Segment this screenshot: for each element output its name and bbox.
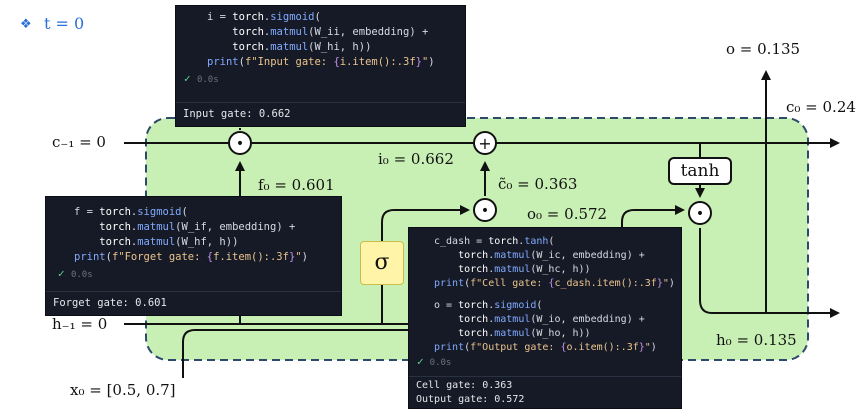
plus-node [473, 131, 497, 155]
x0-label: x₀ = [0.5, 0.7] [70, 381, 176, 399]
forget-mul-node [228, 131, 252, 155]
code-line: torch.matmul(W_ic, embedding) + [458, 250, 645, 261]
code-line: o = torch.sigmoid( [434, 300, 543, 311]
code-line: f = torch.sigmoid( [74, 206, 188, 218]
tanh-gate: tanh [668, 157, 732, 185]
o0-label: o₀ = 0.572 [527, 205, 608, 223]
code-line [434, 291, 675, 299]
check-icon: ✓ [184, 72, 191, 85]
code-line: torch.matmul(W_ii, embedding) + [232, 26, 429, 38]
plus-symbol: + [478, 134, 491, 153]
input-mul-symbol: • [481, 203, 489, 219]
f0-label: f₀ = 0.601 [258, 176, 335, 194]
sigma-gate: σ [360, 241, 404, 285]
run-time: 0.0s [196, 75, 219, 85]
c-prev-label: c₋₁ = 0 [52, 133, 106, 151]
output-line: Input gate: 0.662 [183, 108, 291, 120]
code-line: torch.matmul(W_io, embedding) + [458, 314, 645, 325]
output-mul-node [688, 201, 712, 225]
forget-mul-symbol: • [236, 136, 244, 152]
output-mul-symbol: • [696, 206, 704, 222]
code-line: print(f"Input gate: {i.item():.3f}") [207, 56, 435, 68]
x-input-line [182, 329, 410, 378]
output-line: Output gate: 0.572 [416, 394, 525, 405]
code-line: print(f"Forget gate: {f.item():.3f}") [74, 251, 308, 263]
output-gate-line [621, 205, 685, 228]
code-cell-cell-output-gate: c_dash = torch.tanh( torch.matmul(W_ic, … [408, 227, 682, 409]
input-mul-node [473, 198, 497, 222]
code-line: torch.matmul(W_hc, h)) [458, 264, 591, 275]
code-line: print(f"Cell gate: {c_dash.item():.3f}") [434, 278, 675, 289]
output-line: Forget gate: 0.601 [53, 297, 167, 309]
code-line: torch.matmul(W_ho, h)) [458, 328, 591, 339]
input-to-mul-line [381, 205, 470, 324]
h-prev-label: h₋₁ = 0 [52, 315, 108, 333]
i0-label: i₀ = 0.662 [378, 150, 454, 168]
c0-label: c₀ = 0.24 [786, 98, 856, 116]
code-line: torch.matmul(W_hf, h)) [99, 236, 239, 248]
check-icon: ✓ [58, 267, 65, 280]
code-line: c_dash = torch.tanh( [434, 236, 555, 247]
code-line: print(f"Output gate: {o.item():.3f}") [434, 342, 657, 353]
code-cell-input-gate: i = torch.sigmoid( torch.matmul(W_ii, em… [175, 5, 466, 127]
code-line: torch.matmul(W_if, embedding) + [99, 221, 296, 233]
run-time: 0.0s [70, 270, 93, 280]
output-line: Cell gate: 0.363 [416, 380, 513, 391]
code-line: i = torch.sigmoid( [207, 11, 321, 23]
h-output-line [699, 228, 840, 318]
ctilde-label: c̃₀ = 0.363 [498, 175, 578, 193]
timestep-title: t = 0 [44, 14, 85, 33]
run-time: 0.0s [429, 358, 452, 368]
check-icon: ✓ [417, 355, 424, 368]
bullet-icon: ❖ [20, 17, 32, 32]
code-line: torch.matmul(W_hi, h)) [232, 41, 372, 53]
h0-label: h₀ = 0.135 [716, 331, 797, 349]
code-cell-forget-gate: f = torch.sigmoid( torch.matmul(W_if, em… [45, 196, 342, 316]
o-output-label: o = 0.135 [726, 40, 801, 58]
